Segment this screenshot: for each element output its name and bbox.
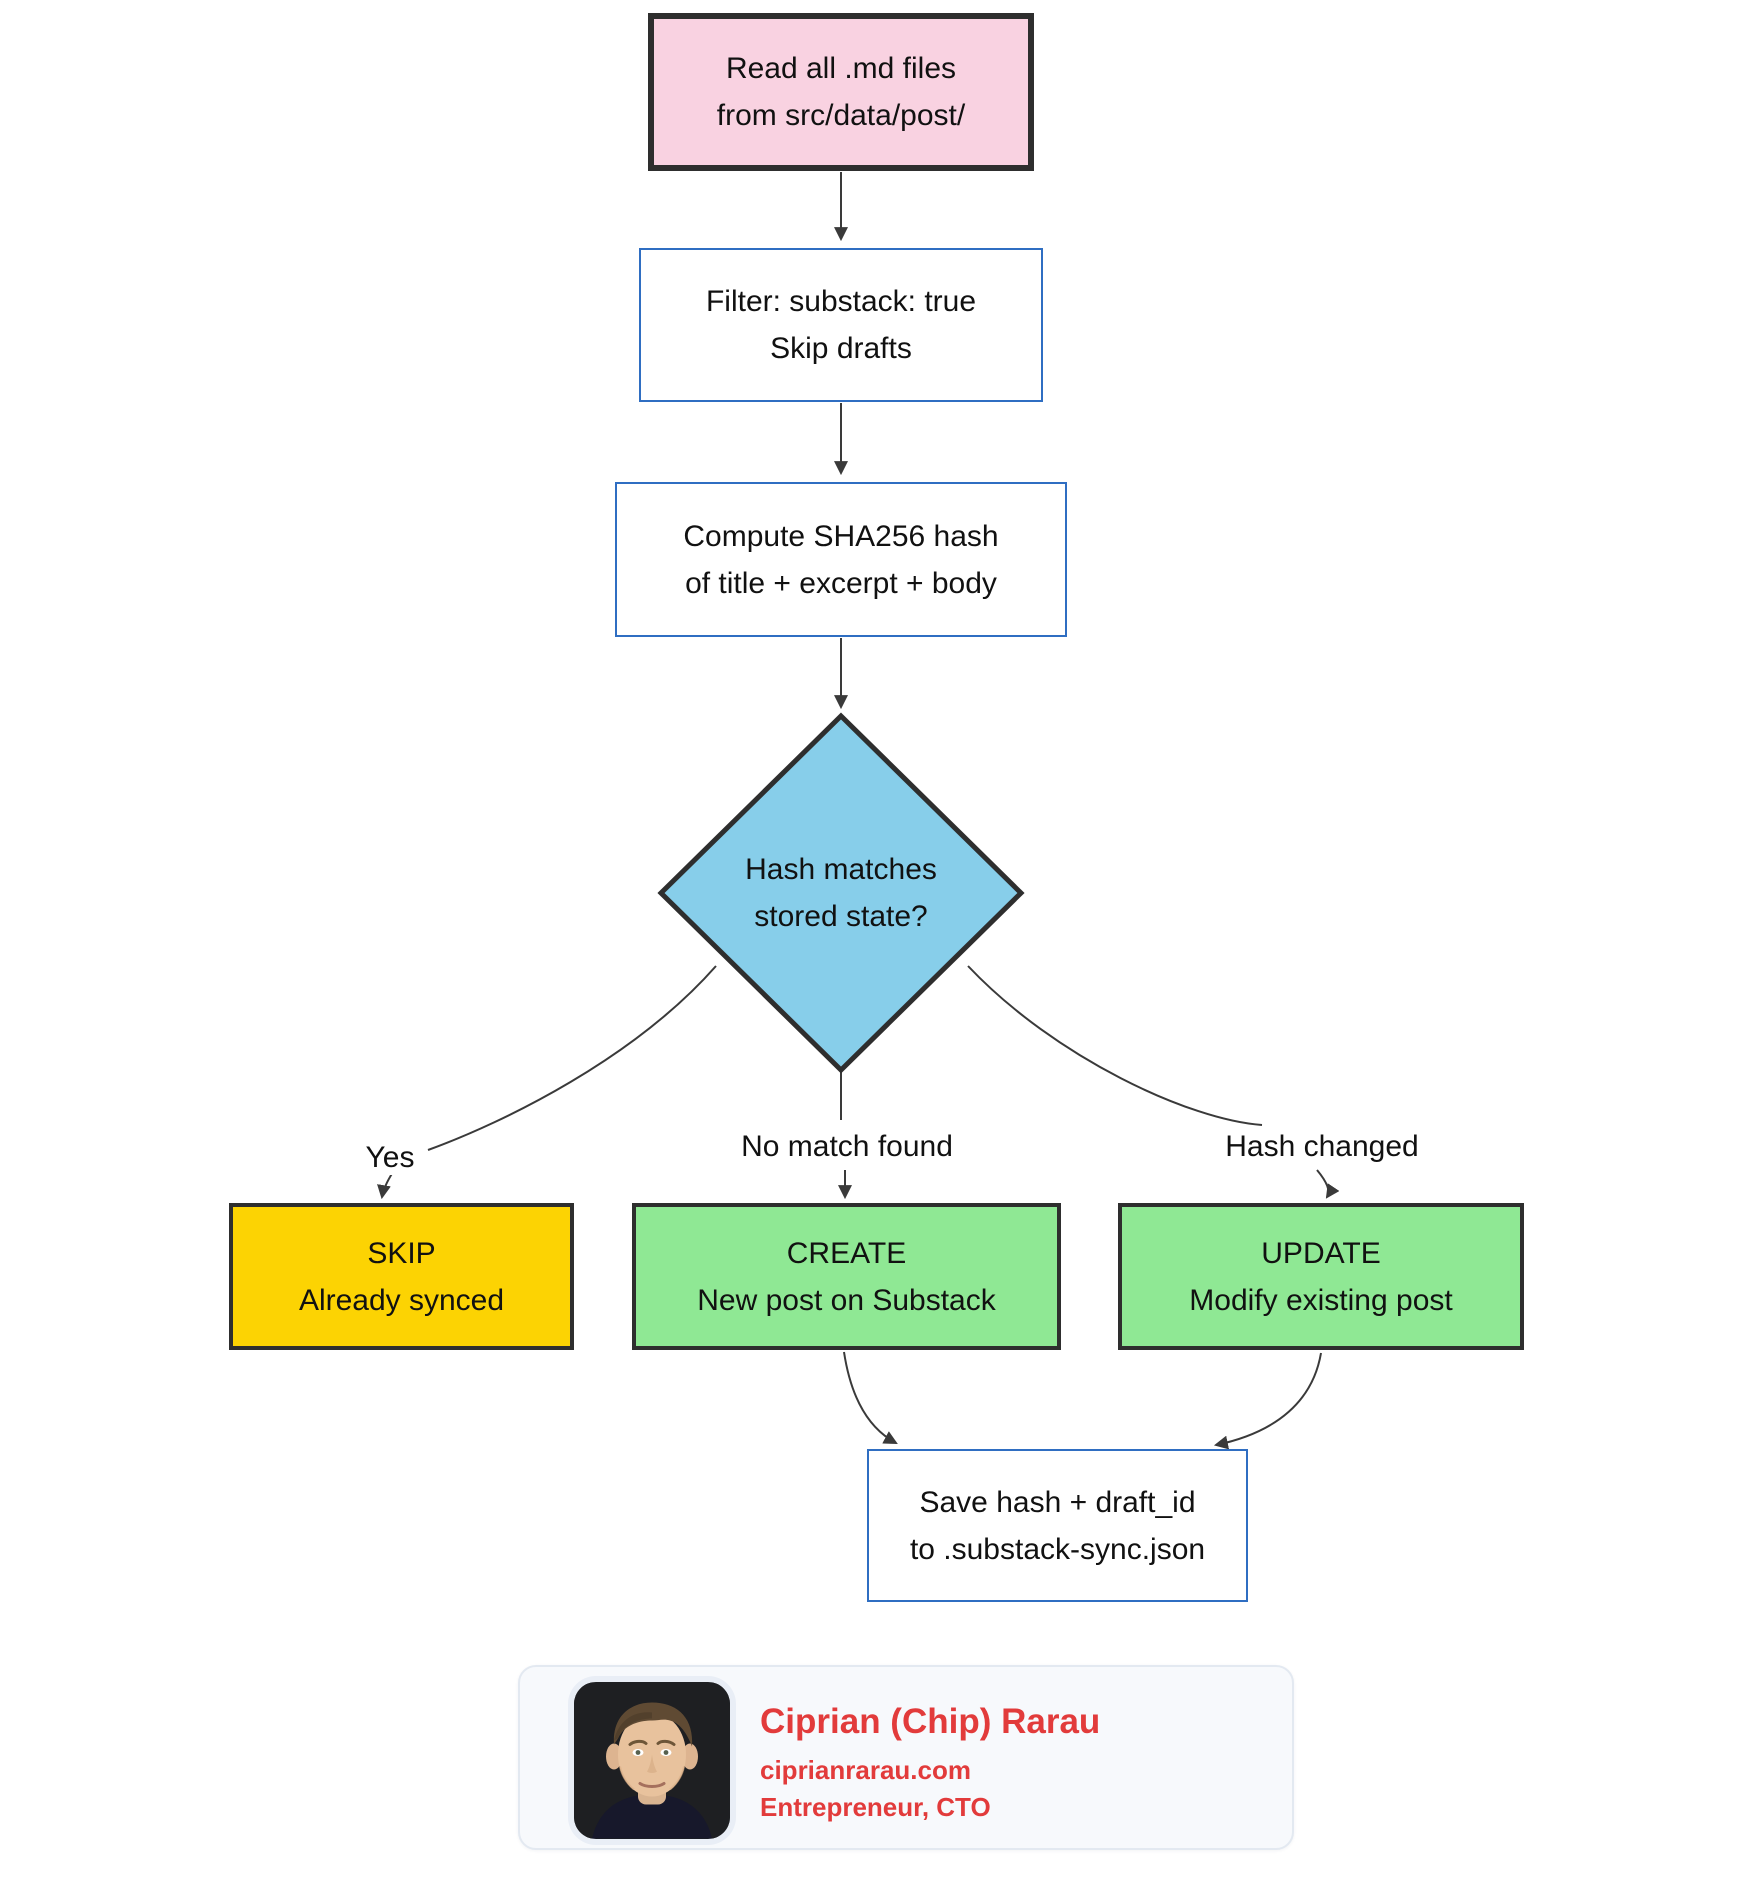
author-text-block: Ciprian (Chip) Rarau ciprianrarau.com En… bbox=[760, 1702, 1101, 1823]
node-text-line: to .substack-sync.json bbox=[909, 1532, 1206, 1566]
node-text-line: Read all .md files bbox=[725, 52, 957, 85]
node-text-line: stored state? bbox=[754, 900, 928, 933]
author-role: Entrepreneur, CTO bbox=[760, 1792, 991, 1823]
avatar-portrait-graphic bbox=[574, 1682, 730, 1839]
node-read-md-files: Read all .md files from src/data/post/ bbox=[648, 13, 1034, 171]
node-skip: SKIP Already synced bbox=[229, 1203, 574, 1350]
edge-label-hash-changed: Hash changed bbox=[1221, 1130, 1423, 1164]
node-decision-text: Hash matches stored state? bbox=[691, 823, 991, 963]
edge-decision-to-yes-label bbox=[427, 965, 717, 1151]
avatar bbox=[574, 1682, 730, 1839]
node-text-line: SKIP bbox=[367, 1236, 436, 1270]
node-compute-hash: Compute SHA256 hash of title + excerpt +… bbox=[615, 482, 1067, 637]
node-text-line: from src/data/post/ bbox=[716, 99, 966, 132]
decision-diamond bbox=[657, 712, 1025, 1074]
node-save-sync-state: Save hash + draft_id to .substack-sync.j… bbox=[867, 1449, 1248, 1602]
node-text-line: Skip drafts bbox=[770, 332, 912, 365]
node-filter: Filter: substack: true Skip drafts bbox=[639, 248, 1043, 402]
author-card: Ciprian (Chip) Rarau ciprianrarau.com En… bbox=[518, 1665, 1294, 1850]
node-text-line: Hash matches bbox=[745, 853, 937, 886]
node-text-line: Already synced bbox=[298, 1283, 505, 1317]
edge-label-yes: Yes bbox=[361, 1141, 419, 1175]
edge-hash-label-to-update bbox=[1316, 1169, 1340, 1199]
edge-decision-to-hash-label bbox=[967, 965, 1263, 1126]
edge-update-to-save bbox=[1213, 1352, 1322, 1450]
node-text-line: New post on Substack bbox=[697, 1283, 996, 1317]
node-update: UPDATE Modify existing post bbox=[1118, 1203, 1524, 1350]
edge-label-no-match: No match found bbox=[737, 1130, 957, 1164]
node-text-line: Save hash + draft_id bbox=[919, 1485, 1196, 1519]
node-text-line: of title + excerpt + body bbox=[685, 566, 997, 600]
node-text-line: Compute SHA256 hash bbox=[683, 519, 999, 553]
node-text-line: Filter: substack: true bbox=[705, 285, 977, 318]
node-create: CREATE New post on Substack bbox=[632, 1203, 1061, 1350]
edge-yes-label-to-skip bbox=[377, 1171, 394, 1200]
node-text-line: UPDATE bbox=[1261, 1236, 1381, 1270]
author-website: ciprianrarau.com bbox=[760, 1754, 971, 1785]
node-text-line: Modify existing post bbox=[1189, 1283, 1453, 1317]
node-text-line: CREATE bbox=[786, 1236, 907, 1270]
edge-create-to-save bbox=[843, 1351, 898, 1444]
author-name: Ciprian (Chip) Rarau bbox=[760, 1702, 1101, 1741]
